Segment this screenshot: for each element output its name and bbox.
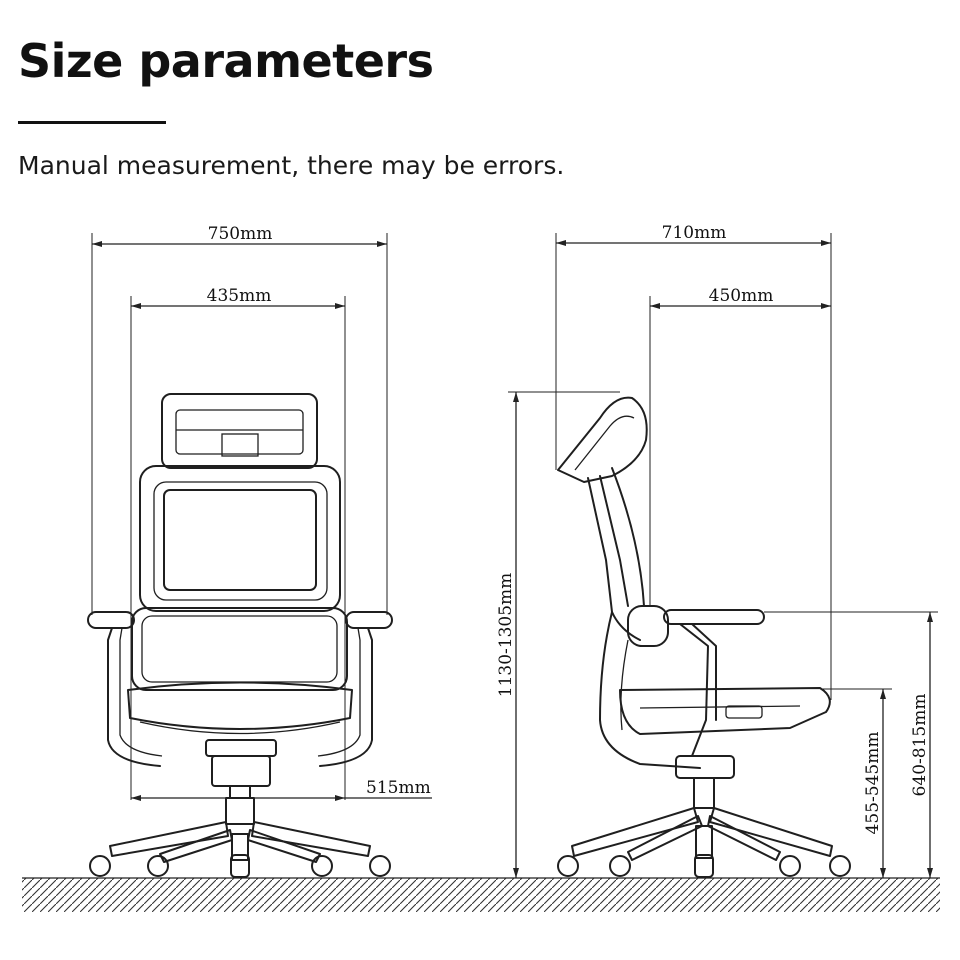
front-width-dimension: 750mm — [91, 224, 388, 615]
dim-armrest-height: 640-815mm — [910, 694, 930, 797]
dim-seat-height: 455-545mm — [863, 732, 883, 835]
side-depth-dimension: 710mm — [555, 223, 832, 700]
side-height-dimension: 1130-1305mm — [496, 391, 620, 878]
dim-front-depth: 515mm — [366, 778, 431, 798]
page-subtitle: Manual measurement, there may be errors. — [18, 151, 565, 180]
dim-total-height: 1130-1305mm — [496, 573, 516, 698]
ground-hatching — [22, 878, 940, 912]
side-seat-depth-dimension: 450mm — [649, 286, 831, 606]
side-armrest-height-dimension: 640-815mm — [764, 611, 938, 878]
dim-overall-depth: 710mm — [662, 223, 727, 243]
dim-overall-width: 750mm — [208, 224, 273, 244]
front-view-chair — [87, 393, 393, 878]
side-view-chair — [557, 396, 851, 878]
front-depth-dimension: 515mm — [131, 778, 432, 801]
front-seat-width-dimension: 435mm — [130, 286, 346, 800]
dim-seat-width: 435mm — [207, 286, 272, 306]
page-title: Size parameters — [18, 34, 434, 88]
title-underline — [18, 121, 166, 124]
side-seat-height-dimension: 455-545mm — [820, 688, 892, 878]
dim-seat-depth: 450mm — [709, 286, 774, 306]
